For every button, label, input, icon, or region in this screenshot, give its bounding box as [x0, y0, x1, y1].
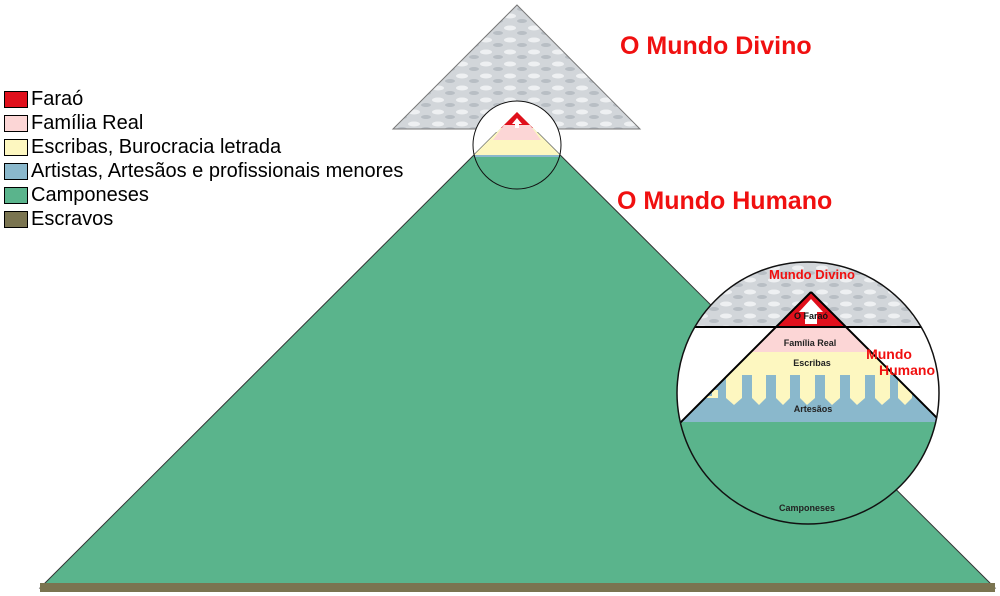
detail-escribas-label: Escribas [793, 358, 831, 368]
divine-world-title: O Mundo Divino [620, 32, 812, 60]
legend-swatch [4, 210, 28, 228]
legend-label: Escribas, Burocracia letrada [31, 135, 282, 158]
small-zoom-circle [472, 100, 562, 190]
human-world-title: O Mundo Humano [617, 187, 833, 215]
detail-farao-label: O Faraó [794, 311, 829, 321]
legend: Faraó Família Real Escribas, Burocracia … [4, 87, 403, 231]
legend-label: Camponeses [31, 183, 149, 206]
detail-artesaos-label: Artesãos [794, 404, 833, 414]
legend-swatch [4, 90, 28, 108]
detail-human-label-2: Humano [879, 362, 935, 378]
legend-item-camponeses: Camponeses [4, 183, 403, 207]
detail-familia-label: Família Real [784, 338, 837, 348]
detail-human-label-1: Mundo [866, 346, 912, 362]
detail-camponeses-label: Camponeses [779, 503, 835, 513]
legend-item-escribas: Escribas, Burocracia letrada [4, 135, 403, 159]
slaves-layer [40, 583, 995, 592]
legend-swatch [4, 186, 28, 204]
legend-label: Artistas, Artesãos e profissionais menor… [31, 159, 404, 182]
legend-label: Escravos [31, 207, 114, 230]
legend-swatch [4, 114, 28, 132]
legend-item-artistas: Artistas, Artesãos e profissionais menor… [4, 159, 403, 183]
big-zoom-circle [676, 261, 940, 525]
legend-label: Faraó [31, 87, 84, 110]
legend-item-escravos: Escravos [4, 207, 403, 231]
legend-item-familia-real: Família Real [4, 111, 403, 135]
legend-swatch [4, 138, 28, 156]
legend-label: Família Real [31, 111, 144, 134]
legend-swatch [4, 162, 28, 180]
legend-item-farao: Faraó [4, 87, 403, 111]
detail-divine-label: Mundo Divino [769, 267, 855, 282]
